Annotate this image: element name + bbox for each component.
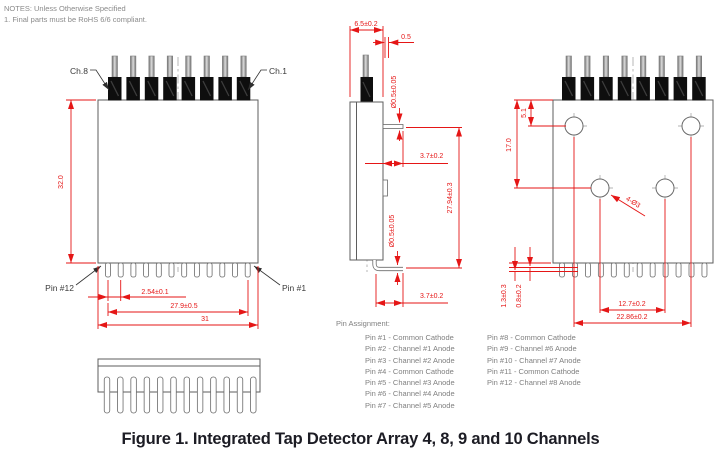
dim-top-pin-diameter: Ø0.5±0.05 — [391, 76, 398, 109]
ch1-leader-line — [247, 69, 267, 91]
pin-1-label: Pin #1 — [282, 283, 306, 293]
dim-pin-pitch: 2.54±0.1 — [141, 289, 168, 296]
side-top-pin — [382, 124, 404, 129]
dim-inner-hole-span: 12.7±0.2 — [618, 301, 645, 308]
pin-assignment-item: Pin #4 - Common Cathode — [365, 366, 454, 376]
dim-bottom-pin-length: 3.7±0.2 — [420, 293, 443, 300]
dim-depth: 6.5±0.2 — [354, 21, 377, 28]
side-view: 6.5±0.2 0.5 Ø0.5±0.05 3.7±0.2 27.94±0.3 … — [349, 21, 462, 307]
dim-hole-row2-offset: 17.0 — [506, 138, 513, 152]
dim-pin-to-pin: 27.94±0.3 — [447, 182, 454, 213]
pin-assignment-item: Pin #11 - Common Cathode — [487, 366, 580, 376]
front-fiber-connectors — [107, 55, 251, 102]
back-view: 5.1 17.0 4-Ø3 12.7±0.2 22.86±0.2 1.3±0.3… — [501, 55, 714, 327]
pin-assignment-item: Pin #8 - Common Cathode — [487, 333, 576, 342]
bottom-view — [97, 358, 261, 414]
back-fiber-connectors — [561, 55, 707, 102]
pin-assignment-item: Pin #3 - Channel #2 Anode — [365, 355, 455, 365]
pin-assignment-item: Pin #2 - Channel #1 Anode — [365, 344, 455, 354]
back-dimensions: 5.1 17.0 4-Ø3 12.7±0.2 22.86±0.2 1.3±0.3… — [501, 99, 692, 327]
dim-pin-tail: 1.3±0.3 — [501, 284, 508, 307]
pin-assignment-title: Pin Assignment: — [336, 319, 390, 328]
drawing-notes: NOTES: Unless Otherwise Specified 1. Fin… — [4, 3, 147, 25]
figure-caption: Figure 1. Integrated Tap Detector Array … — [121, 430, 600, 448]
dim-pin-seat: 0.8±0.2 — [516, 284, 523, 307]
dim-outer-hole-span: 22.86±0.2 — [616, 314, 647, 321]
pin-assignment-item: Pin #7 - Channel #5 Anode — [365, 400, 455, 410]
pin-assignment-left-column: Pin #1 - Common Cathode Pin #2 - Channel… — [365, 332, 455, 411]
side-dimensions: 6.5±0.2 0.5 Ø0.5±0.05 3.7±0.2 27.94±0.3 … — [349, 21, 462, 307]
dim-offset: 0.5 — [401, 34, 411, 41]
dim-body-height: 32.0 — [58, 175, 65, 189]
dim-body-width: 31 — [201, 316, 209, 323]
dim-hole-row1-offset: 5.1 — [521, 108, 528, 118]
dim-pin-span: 27.9±0.5 — [170, 303, 197, 310]
side-body — [349, 101, 384, 261]
side-bent-pin — [372, 260, 403, 272]
channel-8-label: Ch.8 — [70, 66, 88, 76]
pin-12-label: Pin #12 — [45, 283, 74, 293]
pin-assignment-item: Pin #10 - Channel #7 Anode — [487, 355, 581, 365]
pin-assignment-item: Pin #6 - Channel #4 Anode — [365, 389, 455, 399]
dim-bottom-pin-diameter: Ø0.5±0.05 — [389, 215, 396, 248]
pin12-leader-line — [75, 265, 102, 286]
front-view: Ch.8 Ch.1 Pin #12 Pin #1 32.0 2.54±0.1 2… — [45, 55, 306, 329]
pin-assignment-item: Pin #9 - Channel #6 Anode — [487, 344, 577, 354]
front-body — [97, 99, 259, 264]
dim-top-pin-length: 3.7±0.2 — [420, 153, 443, 160]
pin-assignment-item: Pin #12 - Channel #8 Anode — [487, 378, 581, 388]
notes-line-1: NOTES: Unless Otherwise Specified — [4, 4, 126, 13]
ch8-leader-line — [90, 69, 110, 91]
front-dimensions: 32.0 2.54±0.1 27.9±0.5 31 — [58, 99, 259, 329]
pin-assignment-right-column: Pin #8 - Common Cathode Pin #9 - Channel… — [487, 332, 581, 388]
notes-line-2: 1. Final parts must be RoHS 6/6 complian… — [4, 15, 147, 24]
channel-1-label: Ch.1 — [269, 66, 287, 76]
pin-assignment-item: Pin #5 - Channel #3 Anode — [365, 378, 455, 388]
pin-assignment-item: Pin #1 - Common Cathode — [365, 333, 454, 342]
